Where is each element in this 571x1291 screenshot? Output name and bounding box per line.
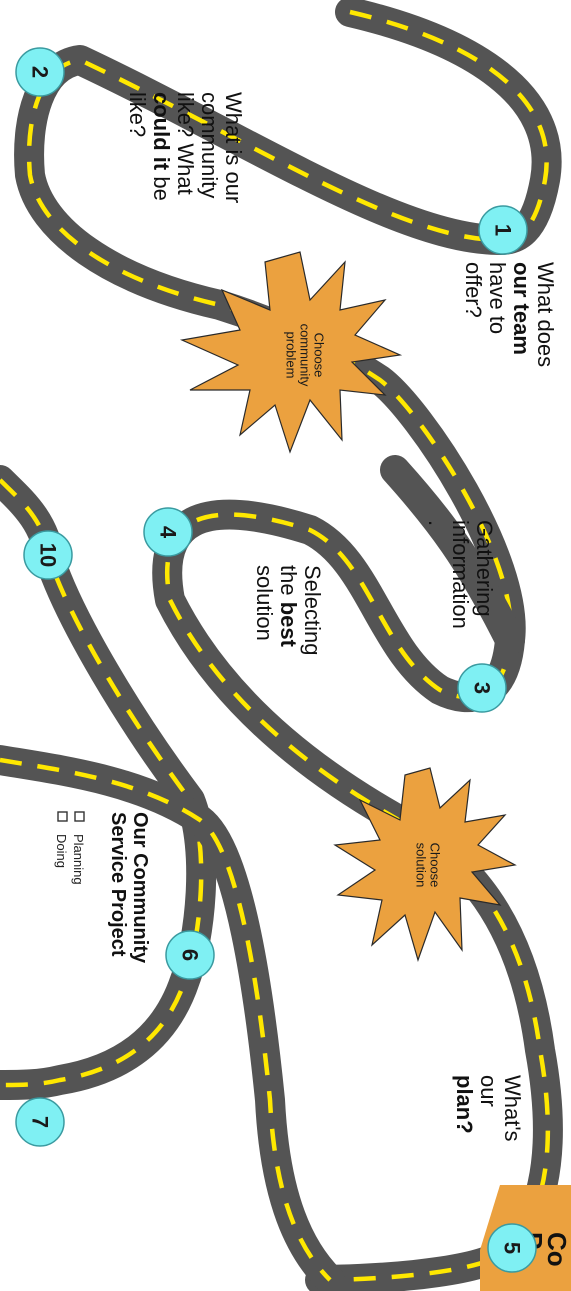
question-run: community xyxy=(197,92,222,198)
question-run: like? xyxy=(125,92,150,137)
checkbox[interactable] xyxy=(57,811,68,822)
step-node-circle xyxy=(165,930,215,980)
step-node-5: 5 xyxy=(487,1223,537,1273)
step-node-circle xyxy=(23,530,73,580)
burst-label-line: problem xyxy=(284,332,299,379)
step-node-1: 1 xyxy=(478,205,528,255)
question-line: What does xyxy=(533,262,558,367)
question-run: . xyxy=(424,520,449,526)
step-node-7: 7 xyxy=(15,1097,65,1147)
question-line: solution xyxy=(252,565,277,641)
question-run: plan? xyxy=(452,1075,477,1134)
question-run: Gathering xyxy=(472,520,497,617)
question-run: our team xyxy=(509,262,534,355)
question-line: What's xyxy=(500,1075,525,1142)
burst-label-line: Choose xyxy=(428,843,443,888)
question-line: our xyxy=(476,1075,501,1107)
question-line: information xyxy=(448,520,473,629)
question-run: our xyxy=(476,1075,501,1107)
burst-label-line: Choose xyxy=(312,333,327,378)
step-number: 10 xyxy=(36,543,61,567)
question-run: could it xyxy=(149,92,174,171)
step-number: 5 xyxy=(500,1242,525,1254)
checkbox[interactable] xyxy=(74,811,85,822)
step-number: 2 xyxy=(28,66,53,78)
question-line: Gathering xyxy=(472,520,497,617)
question-run: best xyxy=(276,602,301,648)
step-node-circle xyxy=(457,663,507,713)
question-run: What is our xyxy=(221,92,246,203)
question-line: plan? xyxy=(452,1075,477,1134)
step-number: 6 xyxy=(178,949,203,961)
step-node-2: 2 xyxy=(15,47,65,97)
step-number: 7 xyxy=(28,1116,53,1128)
step-number: 4 xyxy=(156,526,181,539)
corner-tab-text: Co xyxy=(542,1232,571,1267)
question-run: be xyxy=(149,170,174,201)
step-node-circle xyxy=(15,1097,65,1147)
step-node-circle xyxy=(478,205,528,255)
question-line: could it be xyxy=(149,92,174,201)
question-line: like? xyxy=(125,92,150,137)
question-line: Selecting xyxy=(300,565,325,656)
question-line: the best xyxy=(276,565,301,648)
question-run: What's xyxy=(500,1075,525,1142)
question-run: have to xyxy=(485,262,510,334)
project-title-line: Service Project xyxy=(107,812,129,957)
question-run: like? What xyxy=(173,92,198,195)
question-line: community xyxy=(197,92,222,198)
step-nodes: 1 2 3 4 5 6 7 10 xyxy=(15,47,537,1273)
burst-label-line: solution xyxy=(414,843,429,888)
checklist-label: Doing xyxy=(54,834,69,868)
step-node-6: 6 xyxy=(165,930,215,980)
question-line: our team xyxy=(509,262,534,355)
step-node-3: 3 xyxy=(457,663,507,713)
question-line: like? What xyxy=(173,92,198,195)
question-run: information xyxy=(448,520,473,629)
question-line: offer? xyxy=(461,262,486,318)
question-line: . xyxy=(424,520,449,526)
question-run: What does xyxy=(533,262,558,367)
step-node-circle xyxy=(15,47,65,97)
question-run: solution xyxy=(252,565,277,641)
checklist-label: Planning xyxy=(71,834,86,885)
question-line: have to xyxy=(485,262,510,334)
step-number: 3 xyxy=(470,682,495,694)
step-node-10: 10 xyxy=(23,530,73,580)
step-node-circle xyxy=(487,1223,537,1273)
question-run: Selecting xyxy=(300,565,325,656)
question-run: the xyxy=(276,565,301,602)
question-line: What is our xyxy=(221,92,246,203)
burst-label-line: community xyxy=(298,324,313,387)
step-node-circle xyxy=(143,507,193,557)
step-node-4: 4 xyxy=(143,507,193,557)
question-run: offer? xyxy=(461,262,486,318)
step-number: 1 xyxy=(491,224,516,236)
project-title-line: Our Community xyxy=(129,812,151,964)
